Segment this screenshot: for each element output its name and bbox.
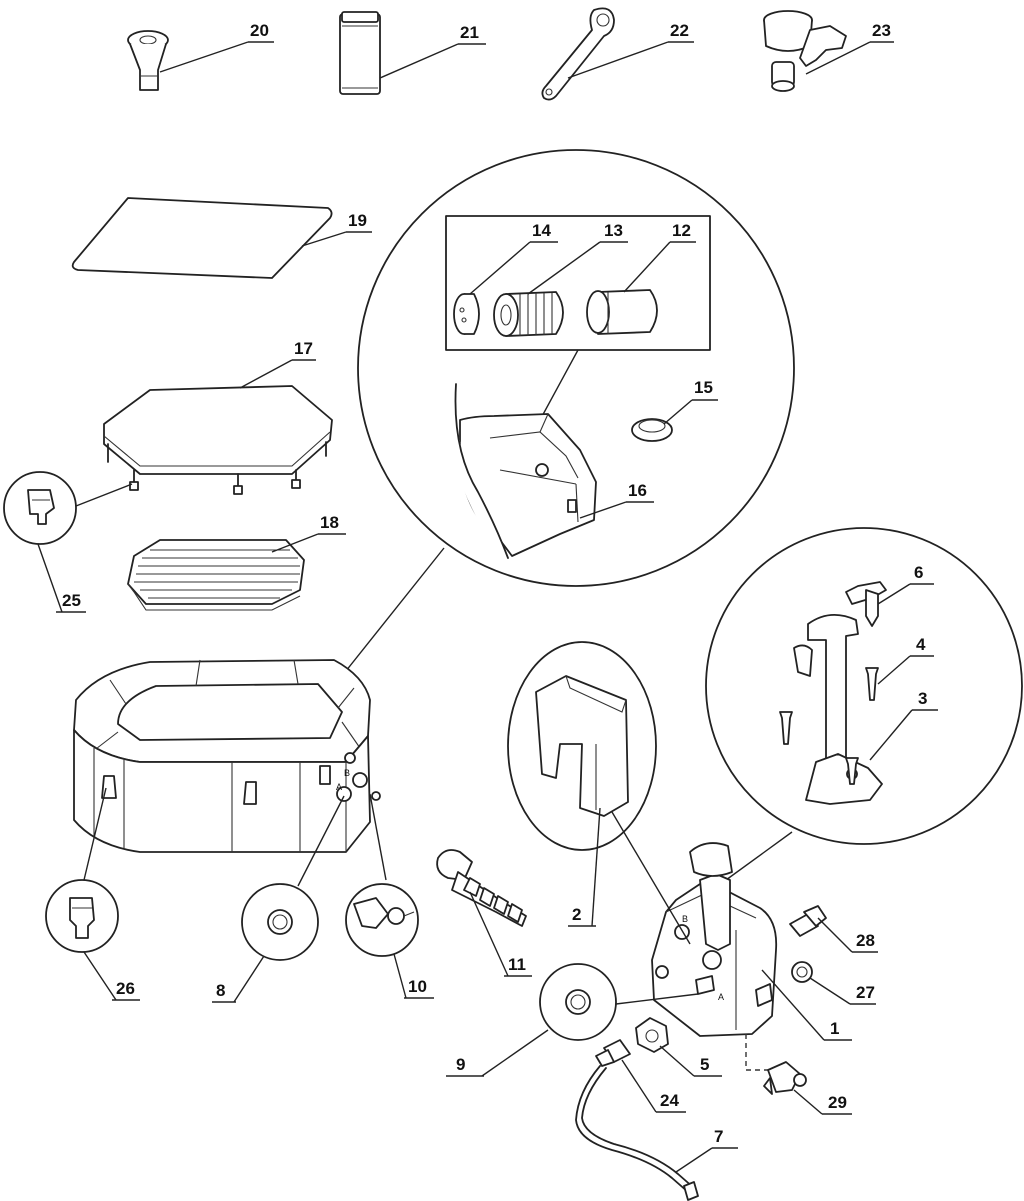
part-13-filter-cartridge — [493, 291, 564, 337]
label-1: 1 — [761, 969, 852, 1041]
svg-text:7: 7 — [714, 1127, 723, 1146]
svg-text:15: 15 — [694, 378, 713, 397]
part-11-hose-adapter — [436, 849, 527, 927]
part-9-seal-ring-detail — [539, 963, 699, 1041]
svg-text:29: 29 — [828, 1093, 847, 1112]
part-1-pump-unit: B A — [651, 842, 778, 1071]
label-8: 8 — [212, 955, 265, 1003]
part-5-connector-nut — [635, 1017, 669, 1053]
label-23: 23 — [805, 21, 894, 75]
svg-text:16: 16 — [628, 481, 647, 500]
svg-text:28: 28 — [856, 931, 875, 950]
svg-text:24: 24 — [660, 1091, 679, 1110]
part-19-ground-mat — [71, 197, 333, 279]
svg-text:27: 27 — [856, 983, 875, 1002]
label-4: 4 — [877, 635, 934, 685]
label-6: 6 — [877, 563, 934, 605]
label-13: 13 — [527, 221, 628, 295]
part-10-connector-detail — [345, 793, 419, 957]
label-22: 22 — [567, 21, 694, 79]
svg-text:20: 20 — [250, 21, 269, 40]
label-5: 5 — [659, 1045, 722, 1077]
label-16: 16 — [579, 481, 654, 519]
part-26-handle-detail — [45, 787, 119, 953]
svg-text:14: 14 — [532, 221, 551, 240]
label-3: 3 — [869, 689, 938, 761]
part-17-spa-cover — [103, 385, 333, 495]
svg-text:4: 4 — [916, 635, 926, 654]
svg-text:6: 6 — [914, 563, 923, 582]
main-spa-tub: B A — [73, 659, 381, 853]
label-12: 12 — [623, 221, 696, 293]
part-23-valve-assembly — [763, 10, 847, 92]
label-15: 15 — [663, 378, 718, 425]
svg-text:13: 13 — [604, 221, 623, 240]
label-21: 21 — [379, 23, 486, 79]
part-7-air-hose — [575, 1065, 699, 1201]
svg-text:18: 18 — [320, 513, 339, 532]
part-14-filter-cap — [453, 293, 480, 335]
svg-text:3: 3 — [918, 689, 927, 708]
svg-text:19: 19 — [348, 211, 367, 230]
svg-text:9: 9 — [456, 1055, 465, 1074]
svg-text:2: 2 — [572, 905, 581, 924]
part-12-filter-housing — [586, 289, 658, 335]
label-19: 19 — [301, 211, 372, 247]
svg-text:11: 11 — [508, 955, 526, 974]
svg-text:23: 23 — [872, 21, 891, 40]
part-29-valve — [763, 1061, 807, 1095]
label-24: 24 — [621, 1059, 686, 1113]
part-25-cover-buckle-detail — [3, 471, 133, 545]
svg-text:A: A — [718, 992, 724, 1002]
label-2: 2 — [568, 807, 601, 927]
svg-text:1: 1 — [830, 1019, 839, 1038]
svg-text:10: 10 — [408, 977, 427, 996]
part-20-drain-valve — [127, 30, 169, 91]
svg-text:21: 21 — [460, 23, 479, 42]
svg-text:B: B — [344, 768, 350, 778]
label-17: 17 — [239, 339, 316, 389]
label-26: 26 — [83, 951, 140, 1001]
part-24-hose-connector — [595, 1039, 631, 1067]
label-11: 11 — [469, 891, 532, 977]
label-29: 29 — [793, 1089, 852, 1115]
label-18: 18 — [271, 513, 346, 553]
svg-text:B: B — [682, 914, 688, 924]
part-2-pump-cover-detail — [507, 641, 657, 851]
part-27-cap — [791, 961, 813, 983]
label-25: 25 — [37, 543, 86, 613]
svg-text:26: 26 — [116, 979, 135, 998]
part-18-floor-mat — [127, 539, 305, 611]
svg-text:17: 17 — [294, 339, 313, 358]
svg-text:12: 12 — [672, 221, 691, 240]
part-15-filter-lid — [631, 418, 673, 442]
pump-internal-detail-circle — [705, 527, 1023, 845]
part-22-wrench — [541, 7, 615, 101]
part-21-cylinder — [339, 11, 381, 95]
label-27: 27 — [809, 977, 876, 1005]
svg-text:22: 22 — [670, 21, 689, 40]
label-10: 10 — [393, 953, 434, 999]
label-14: 14 — [469, 221, 558, 295]
label-9: 9 — [446, 1029, 549, 1077]
svg-text:8: 8 — [216, 981, 225, 1000]
svg-text:5: 5 — [700, 1055, 709, 1074]
label-7: 7 — [675, 1127, 738, 1173]
part-8-seal-ring-detail — [241, 795, 345, 961]
part-16-tub-wall-closeup — [453, 380, 597, 560]
svg-text:25: 25 — [62, 591, 81, 610]
label-20: 20 — [159, 21, 274, 73]
svg-text:A: A — [336, 782, 342, 792]
label-28: 28 — [817, 917, 878, 953]
